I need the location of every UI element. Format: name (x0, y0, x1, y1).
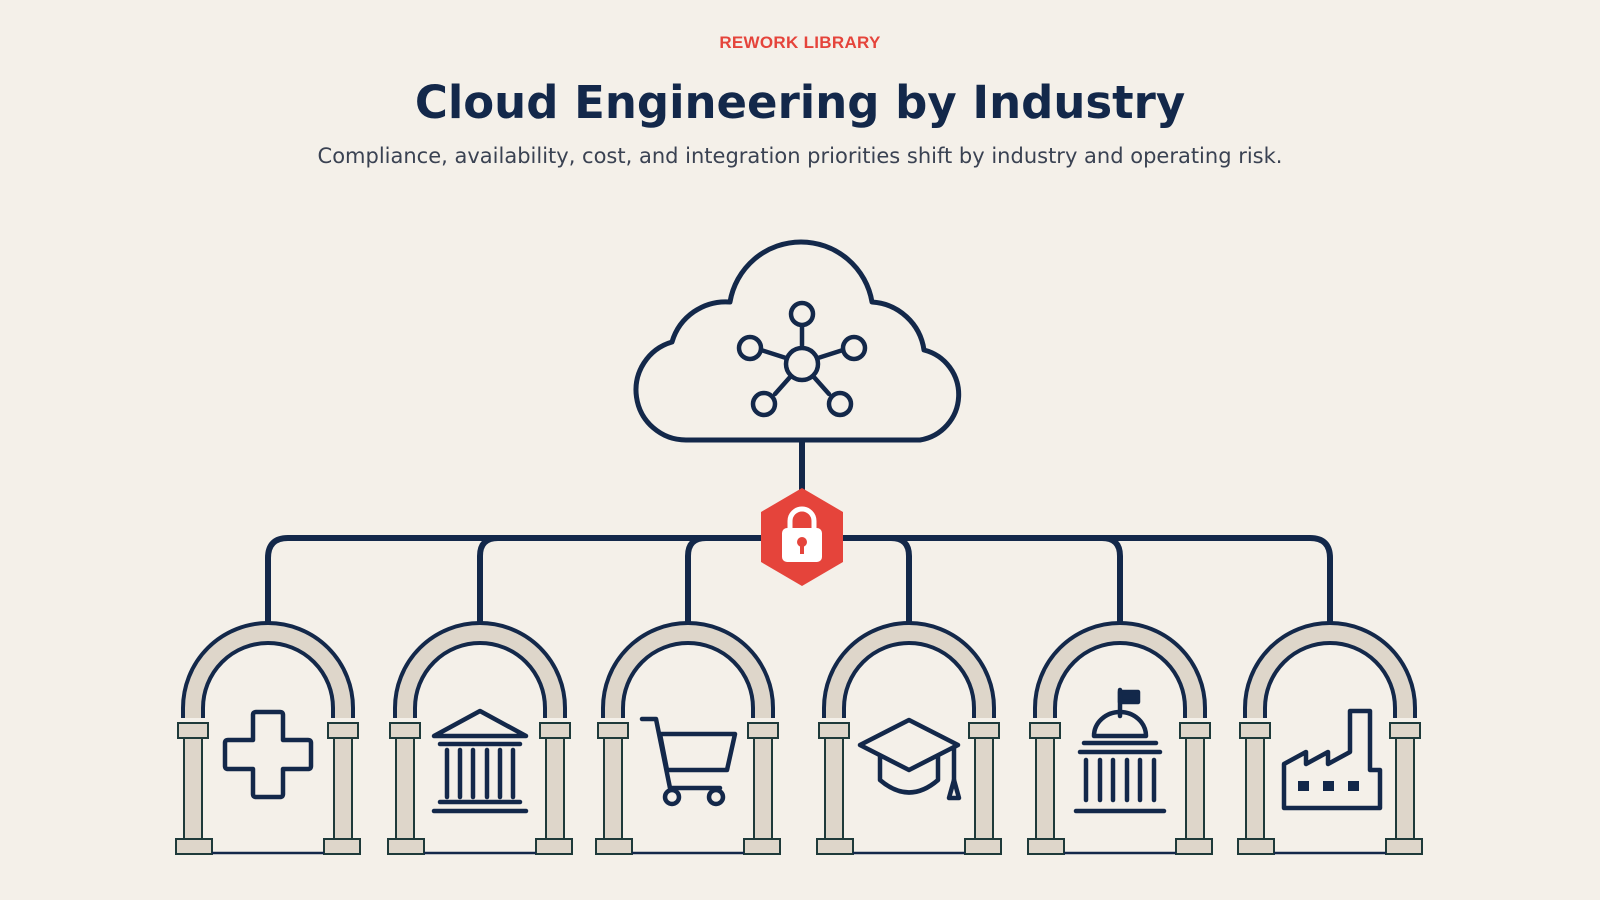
eyebrow-label: REWORK LIBRARY (719, 33, 881, 52)
page-title: Cloud Engineering by Industry (414, 76, 1186, 129)
industry-arch-finance (388, 633, 572, 854)
padlock-icon (782, 506, 822, 562)
industry-arch-retail (596, 633, 780, 854)
factory-icon (1281, 708, 1383, 811)
capitol-building-icon (1073, 687, 1167, 814)
connector-lines (265, 437, 1333, 639)
industry-arch-manufacturing (1238, 633, 1422, 854)
network-hub-icon (736, 300, 868, 418)
cloud-hub (633, 239, 962, 443)
medical-cross-icon (222, 709, 314, 800)
bank-icon (431, 708, 529, 814)
industry-arch-government (1028, 633, 1212, 854)
graduation-cap-icon (857, 717, 962, 801)
shopping-cart-icon (639, 716, 738, 807)
industry-arch-education (817, 633, 1001, 854)
page-subtitle: Compliance, availability, cost, and inte… (317, 144, 1283, 168)
industry-arch-healthcare (176, 633, 360, 854)
security-hexagon (761, 488, 843, 586)
